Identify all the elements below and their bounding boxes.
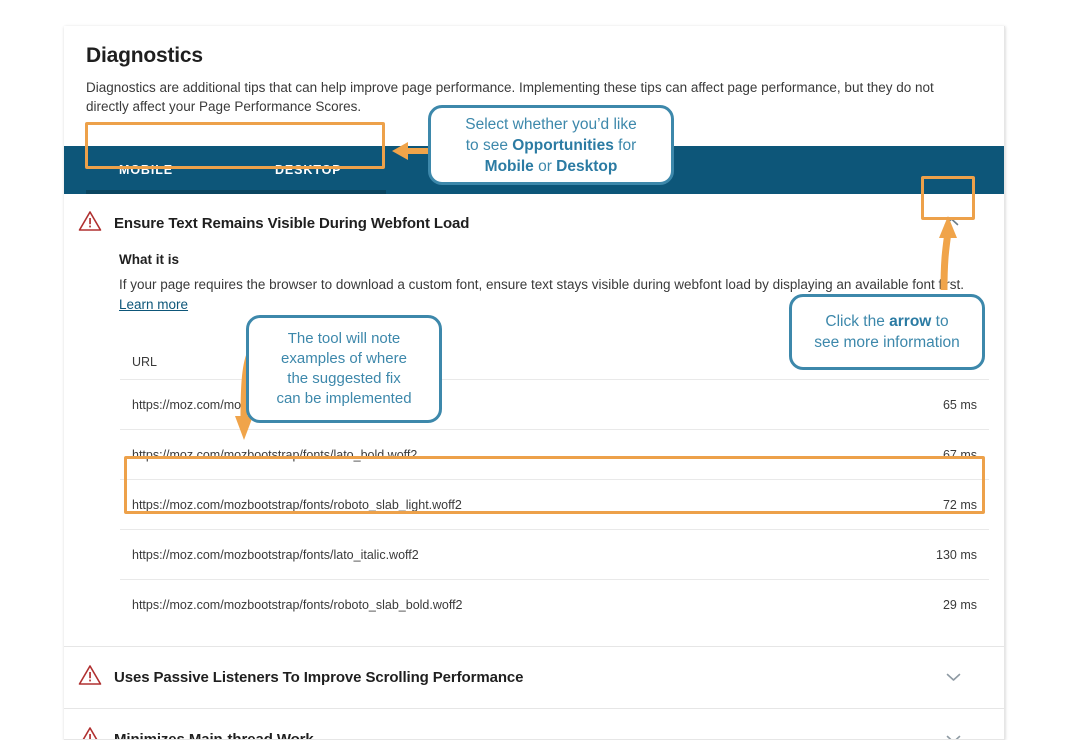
row-url: https://moz.com/mozbootstrap/fonts/robot…: [132, 497, 462, 512]
chevron-down-icon[interactable]: [946, 669, 961, 687]
row-url: https://moz.com/mozbootstrap/fonts/robot…: [132, 598, 463, 612]
what-it-is-heading: What it is: [119, 252, 179, 267]
row-time: 130 ms: [936, 547, 977, 562]
table-row[interactable]: https://moz.com/moz 65 ms: [120, 380, 989, 430]
row-time: 65 ms: [942, 397, 977, 412]
diagnostic-body-1: What it is If your page requires the bro…: [64, 252, 1004, 315]
learn-more-link[interactable]: Learn more: [119, 297, 189, 312]
row-time: 29 ms: [942, 598, 977, 612]
row-url: https://moz.com/mozbootstrap/fonts/lato_…: [132, 547, 419, 562]
row-time: 72 ms: [942, 497, 977, 512]
column-header-url: URL: [132, 354, 158, 369]
row-url: https://moz.com/moz: [132, 397, 248, 412]
device-tab-bar: MOBILE DESKTOP: [64, 146, 1004, 194]
tab-desktop-label: DESKTOP: [275, 163, 342, 177]
page-title: Diagnostics: [86, 44, 203, 67]
diagnostic-header-1[interactable]: Ensure Text Remains Visible During Webfo…: [64, 194, 1004, 252]
description-text: If your page requires the browser to dow…: [119, 277, 964, 292]
table-header-row: URL: [120, 344, 989, 380]
diagnostic-title-1: Ensure Text Remains Visible During Webfo…: [114, 214, 470, 232]
table-row[interactable]: https://moz.com/mozbootstrap/fonts/lato_…: [120, 430, 989, 480]
card-header: Diagnostics Diagnostics are additional t…: [64, 26, 1004, 116]
table-row[interactable]: https://moz.com/mozbootstrap/fonts/lato_…: [120, 530, 989, 580]
what-it-is-description: If your page requires the browser to dow…: [119, 275, 981, 315]
warning-triangle-icon: [78, 210, 102, 237]
diagnostic-title-2: Uses Passive Listeners To Improve Scroll…: [114, 669, 524, 686]
diagnostic-header-2[interactable]: Uses Passive Listeners To Improve Scroll…: [64, 646, 1004, 708]
tab-mobile[interactable]: MOBILE: [119, 146, 173, 194]
collapse-toggle-button-1[interactable]: [934, 206, 968, 240]
row-time: 67 ms: [942, 447, 977, 462]
active-tab-underline: [86, 190, 386, 194]
chevron-up-icon: [944, 214, 959, 232]
tab-desktop[interactable]: DESKTOP: [275, 146, 342, 194]
webfont-url-table: URL https://moz.com/moz 65 ms https://mo…: [120, 344, 989, 630]
diagnostics-card: Diagnostics Diagnostics are additional t…: [64, 26, 1005, 740]
table-row[interactable]: https://moz.com/mozbootstrap/fonts/robot…: [120, 480, 989, 530]
chevron-down-icon[interactable]: [946, 731, 961, 739]
diagnostic-title-3: Minimizes Main-thread Work: [114, 731, 314, 740]
warning-triangle-icon: [78, 726, 102, 739]
diagnostic-header-3[interactable]: Minimizes Main-thread Work: [64, 708, 1004, 740]
warning-triangle-icon: [78, 664, 102, 691]
tab-mobile-label: MOBILE: [119, 163, 174, 177]
page-description: Diagnostics are additional tips that can…: [86, 80, 934, 114]
row-url: https://moz.com/mozbootstrap/fonts/lato_…: [132, 447, 418, 462]
table-row[interactable]: https://moz.com/mozbootstrap/fonts/robot…: [120, 580, 989, 630]
